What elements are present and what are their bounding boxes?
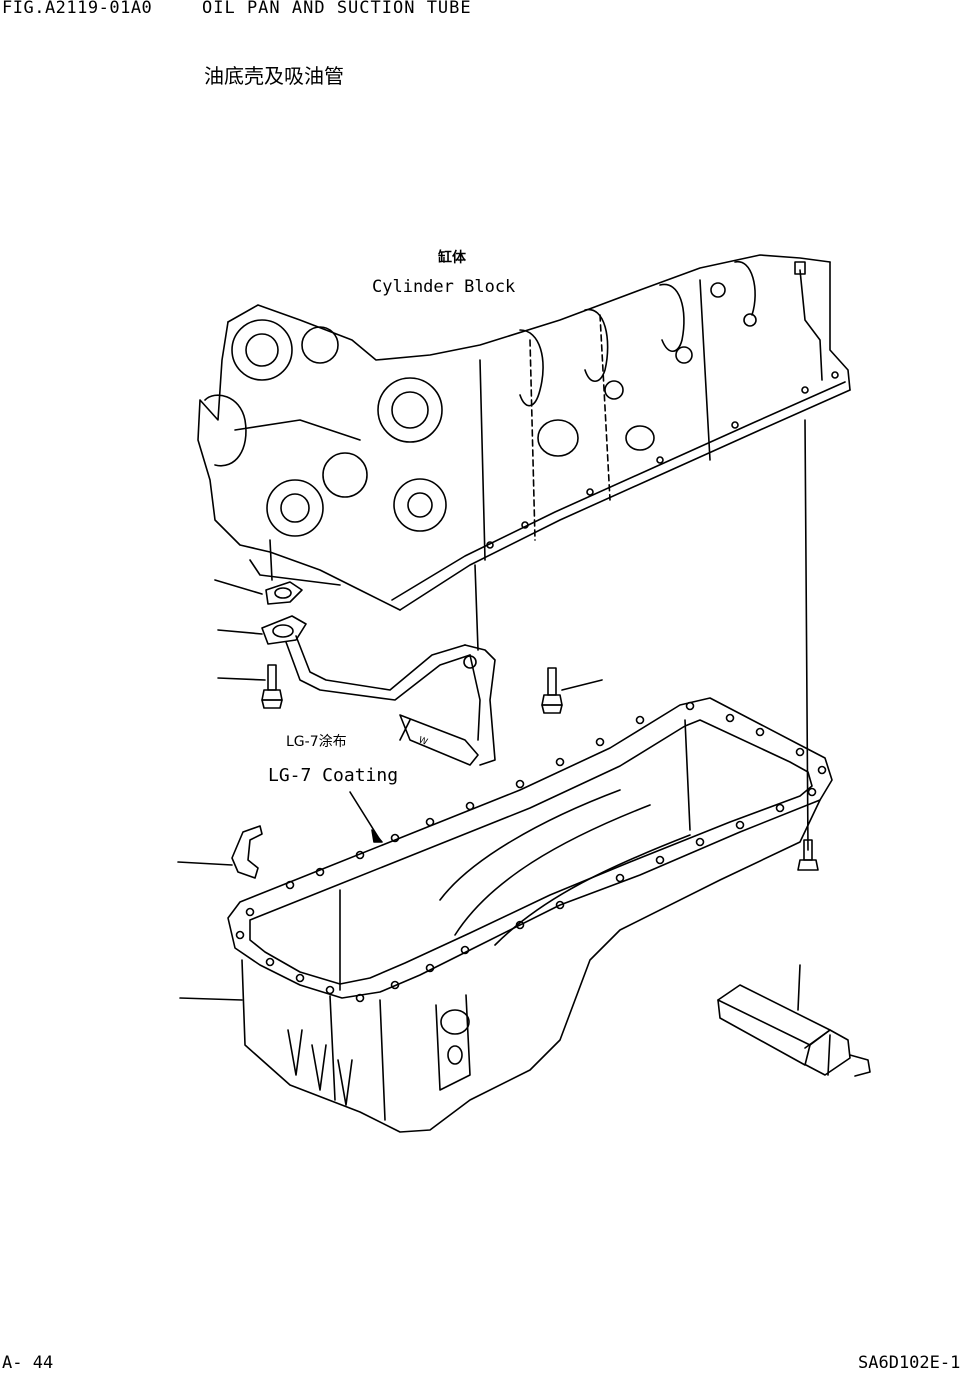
- suction-tube-drawing: W: [261, 419, 809, 851]
- bolt-left-drawing: [261, 664, 283, 709]
- bolt-bracket-drawing: [541, 667, 563, 714]
- cylinder-block-label: Cylinder Block: [372, 277, 516, 297]
- bolt-right-drawing: [797, 839, 819, 871]
- cylinder-block-label-chinese: 缸体: [438, 250, 466, 266]
- cylinder-block-drawing: [197, 254, 851, 611]
- figure-id: FIG.A2119-01A0: [2, 0, 153, 18]
- lg7-coating-label-chinese: LG-7涂布: [286, 734, 347, 750]
- svg-text:W: W: [417, 735, 429, 747]
- clip-drawing: [231, 825, 263, 879]
- leader-lines: [177, 579, 801, 1011]
- model-code: SA6D102E-1: [858, 1353, 961, 1373]
- lg7-coating-label: LG-7 Coating: [268, 765, 399, 786]
- page-number: A- 44: [2, 1353, 54, 1373]
- figure-title: OIL PAN AND SUCTION TUBE: [202, 0, 472, 18]
- figure-title-chinese: 油底壳及吸油管: [204, 64, 344, 88]
- dipstick-guide-drawing: [717, 984, 871, 1077]
- oil-pan-drawing: [227, 697, 833, 1133]
